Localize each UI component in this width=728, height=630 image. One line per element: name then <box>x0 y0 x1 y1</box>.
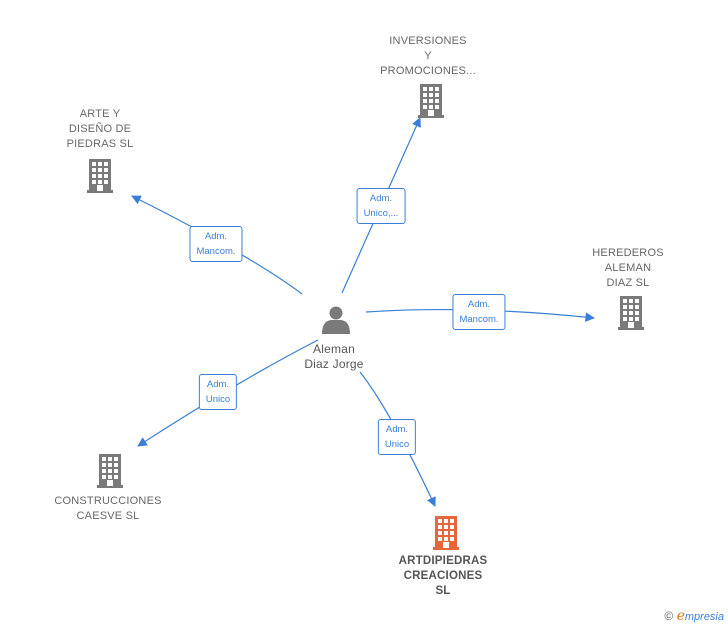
company-label-herederos[interactable]: HEREDEROS ALEMAN DIAZ SL <box>592 247 664 289</box>
building-icon[interactable] <box>418 84 444 118</box>
person-name-label[interactable]: Aleman Diaz Jorge <box>304 342 364 371</box>
company-label-construcciones[interactable]: CONSTRUCCIONES CAESVE SL <box>54 495 162 522</box>
edge-label-herederos[interactable]: Adm. Mancom. <box>452 294 506 330</box>
copyright-icon: © <box>664 609 674 623</box>
person-icon[interactable] <box>322 306 350 335</box>
edge-label-inversiones[interactable]: Adm. Unico,... <box>356 188 406 224</box>
edge-label-arte[interactable]: Adm. Mancom. <box>189 226 243 262</box>
building-icon[interactable] <box>618 296 644 330</box>
company-label-inversiones[interactable]: INVERSIONES Y PROMOCIONES... <box>380 35 476 77</box>
company-label-arte[interactable]: ARTE Y DISEÑO DE PIEDRAS SL <box>66 108 134 150</box>
edge-label-construcciones[interactable]: Adm. Unico <box>198 374 238 410</box>
footer-brand: © empresia <box>664 608 724 624</box>
company-label-artdipiedras[interactable]: ARTDIPIEDRAS CREACIONES SL <box>398 555 488 597</box>
brand-logo-initial: e <box>676 608 685 624</box>
brand-logo-rest: mpresia <box>684 611 724 623</box>
edge-label-artdipiedras[interactable]: Adm. Unico <box>377 419 417 455</box>
building-icon[interactable] <box>87 159 113 193</box>
building-icon[interactable] <box>433 516 459 550</box>
building-icon[interactable] <box>97 454 123 488</box>
